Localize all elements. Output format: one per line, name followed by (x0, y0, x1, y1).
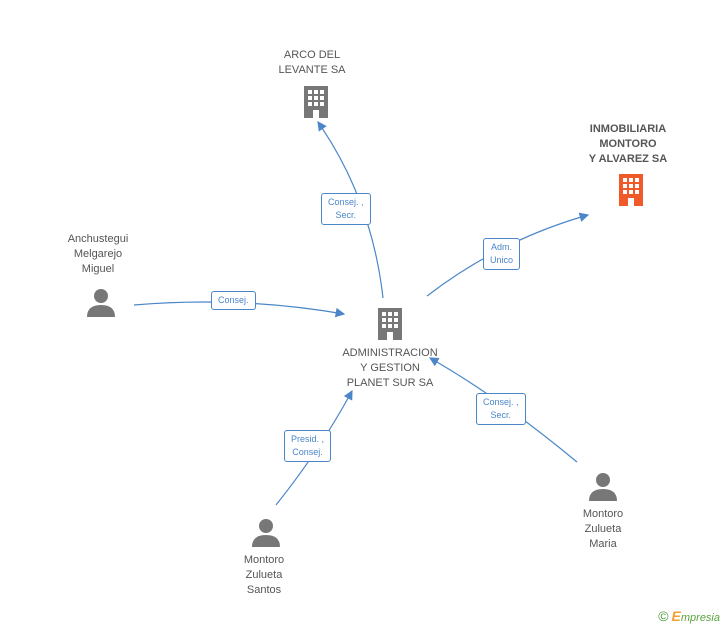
edge-label-santos-admin[interactable]: Presid. , Consej. (284, 430, 332, 462)
node-label-montoro-maria: Montoro Zulueta Maria (582, 508, 624, 550)
node-label-inmobiliaria: INMOBILIARIA MONTORO Y ALVAREZ SA (588, 123, 668, 165)
node-label-anchustegui: Anchustegui Melgarejo Miguel (67, 233, 129, 275)
person-icon-anchustegui[interactable] (86, 288, 116, 318)
building-icon-inmobiliaria[interactable] (615, 172, 647, 206)
person-icon-montoro-maria[interactable] (588, 472, 618, 502)
node-label-arco: ARCO DEL LEVANTE SA (278, 49, 346, 76)
node-label-administracion: ADMINISTRACION Y GESTION PLANET SUR SA (342, 347, 438, 389)
brand-logo-initial: E (671, 608, 681, 624)
node-label-montoro-santos: Montoro Zulueta Santos (243, 554, 285, 596)
person-icon-montoro-santos[interactable] (251, 518, 281, 548)
edge-label-anchustegui-admin[interactable]: Consej. (211, 291, 256, 310)
edge-label-admin-inmobiliaria[interactable]: Adm. Unico (483, 238, 521, 270)
copyright-icon: © (658, 608, 669, 624)
building-icon-administracion[interactable] (374, 306, 406, 340)
building-icon-arco[interactable] (300, 84, 332, 118)
copyright-footer: ©Empresia (658, 608, 720, 624)
edge-label-maria-admin[interactable]: Consej. , Secr. (476, 393, 526, 425)
brand-logo-text: mpresia (680, 612, 720, 624)
edge-label-admin-arco[interactable]: Consej. , Secr. (321, 193, 371, 225)
